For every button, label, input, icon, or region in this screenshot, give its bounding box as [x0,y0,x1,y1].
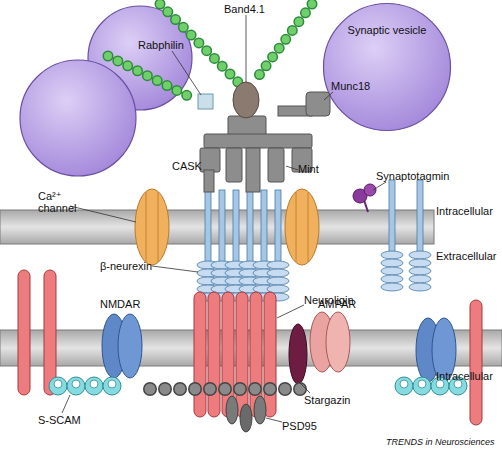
scaffold-complex [200,92,330,192]
vesicle [20,60,136,176]
protein-label: Synaptotagmin [376,170,449,182]
protein-label: Ca²⁺ channel [38,190,82,214]
vesicle-outline [322,2,452,132]
sscam-protein [49,377,467,395]
protein-label: CASK [172,160,202,172]
vesicle-node: Synaptic vesicle [322,2,452,132]
region-label: Intracellular [436,205,493,217]
protein-label: Stargazin [304,394,350,406]
watermark: TRENDS in Neurosciences [386,436,495,448]
presynaptic-membrane [0,210,434,244]
leader-line [62,15,386,422]
rabphilin-protein [198,94,213,109]
vesicle-circle [324,4,451,131]
stargazin-protein [289,324,307,384]
vesicle [88,6,192,110]
region-label: Intracellular [436,370,493,382]
node-label: Synaptic vesicle [322,24,452,36]
neuroligin [18,270,482,425]
actin-filament [108,4,312,100]
protein-label: AMPAR [318,298,356,310]
calcium-channel [135,189,319,265]
protein-label: NMDAR [100,298,140,310]
protein-label: S-SCAM [38,414,81,426]
protein-label: Rabphilin [138,39,184,51]
psd95-protein [150,389,306,432]
nmda-receptor [102,314,456,382]
protein-label: Mint [298,163,319,175]
protein-label: Neuroligin [304,294,354,306]
band41-protein [233,82,259,118]
protein-label: Band4.1 [224,3,265,15]
neurexin [197,180,431,301]
ampa-receptor [310,312,350,372]
protein-label: PSD95 [282,420,317,432]
synaptotagmin-protein [353,184,376,212]
postsynaptic-membrane [0,330,502,366]
region-label: Extracellular [436,250,497,262]
protein-label: β-neurexin [100,260,152,272]
